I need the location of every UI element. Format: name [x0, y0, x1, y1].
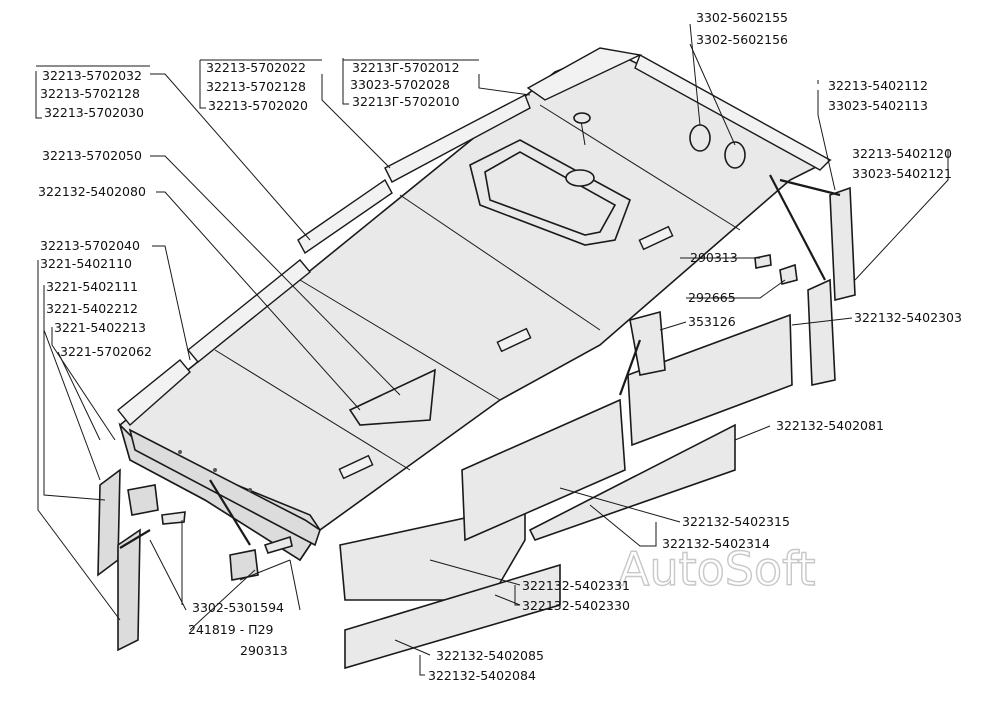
label-32213-5402112: 32213-5402112	[828, 78, 928, 93]
label-322132-5402315: 322132-5402315	[682, 514, 790, 529]
label-3221-5402110: 3221-5402110	[40, 256, 132, 271]
label-3221-5402212: 3221-5402212	[46, 301, 138, 316]
label-322132-5402303: 322132-5402303	[854, 310, 962, 325]
label-3302-5602155: 3302-5602155	[696, 10, 788, 25]
label-3221-5402213: 3221-5402213	[54, 320, 146, 335]
label-32213-5402120: 32213-5402120	[852, 146, 952, 161]
label-3221-5402111: 3221-5402111	[46, 279, 138, 294]
label-290313-b: 290313	[240, 643, 288, 658]
label-33023-5402113: 33023-5402113	[828, 98, 928, 113]
label-3221-5702062: 3221-5702062	[60, 344, 152, 359]
label-322132-5402330: 322132-5402330	[522, 598, 630, 613]
label-322132-5402314: 322132-5402314	[662, 536, 770, 551]
label-292665: 292665	[688, 290, 736, 305]
label-322132-5402331: 322132-5402331	[522, 578, 630, 593]
label-32213-5702050: 32213-5702050	[42, 148, 142, 163]
label-241819-P29: 241819 - П29	[188, 622, 274, 637]
label-353126: 353126	[688, 314, 736, 329]
label-3302-5301594: 3302-5301594	[192, 600, 284, 615]
label-32213-5702032: 32213-5702032	[42, 68, 142, 83]
label-33023-5402121: 33023-5402121	[852, 166, 952, 181]
label-32213g-5702010: 32213Г-5702010	[352, 94, 460, 109]
label-33023-5702028: 33023-5702028	[350, 77, 450, 92]
label-322132-5402084: 322132-5402084	[428, 668, 536, 683]
label-32213-5702020: 32213-5702020	[208, 98, 308, 113]
label-32213-5702128-a: 32213-5702128	[40, 86, 140, 101]
label-32213-5702128-b: 32213-5702128	[206, 79, 306, 94]
label-32213-5702022: 32213-5702022	[206, 60, 306, 75]
label-32213g-5702012: 32213Г-5702012	[352, 60, 460, 75]
label-3302-5602156: 3302-5602156	[696, 32, 788, 47]
label-322132-5402081: 322132-5402081	[776, 418, 884, 433]
label-32213-5702030: 32213-5702030	[44, 105, 144, 120]
label-322132-5402080: 322132-5402080	[38, 184, 146, 199]
label-32213-5702040: 32213-5702040	[40, 238, 140, 253]
label-322132-5402085: 322132-5402085	[436, 648, 544, 663]
label-290313-a: 290313	[690, 250, 738, 265]
